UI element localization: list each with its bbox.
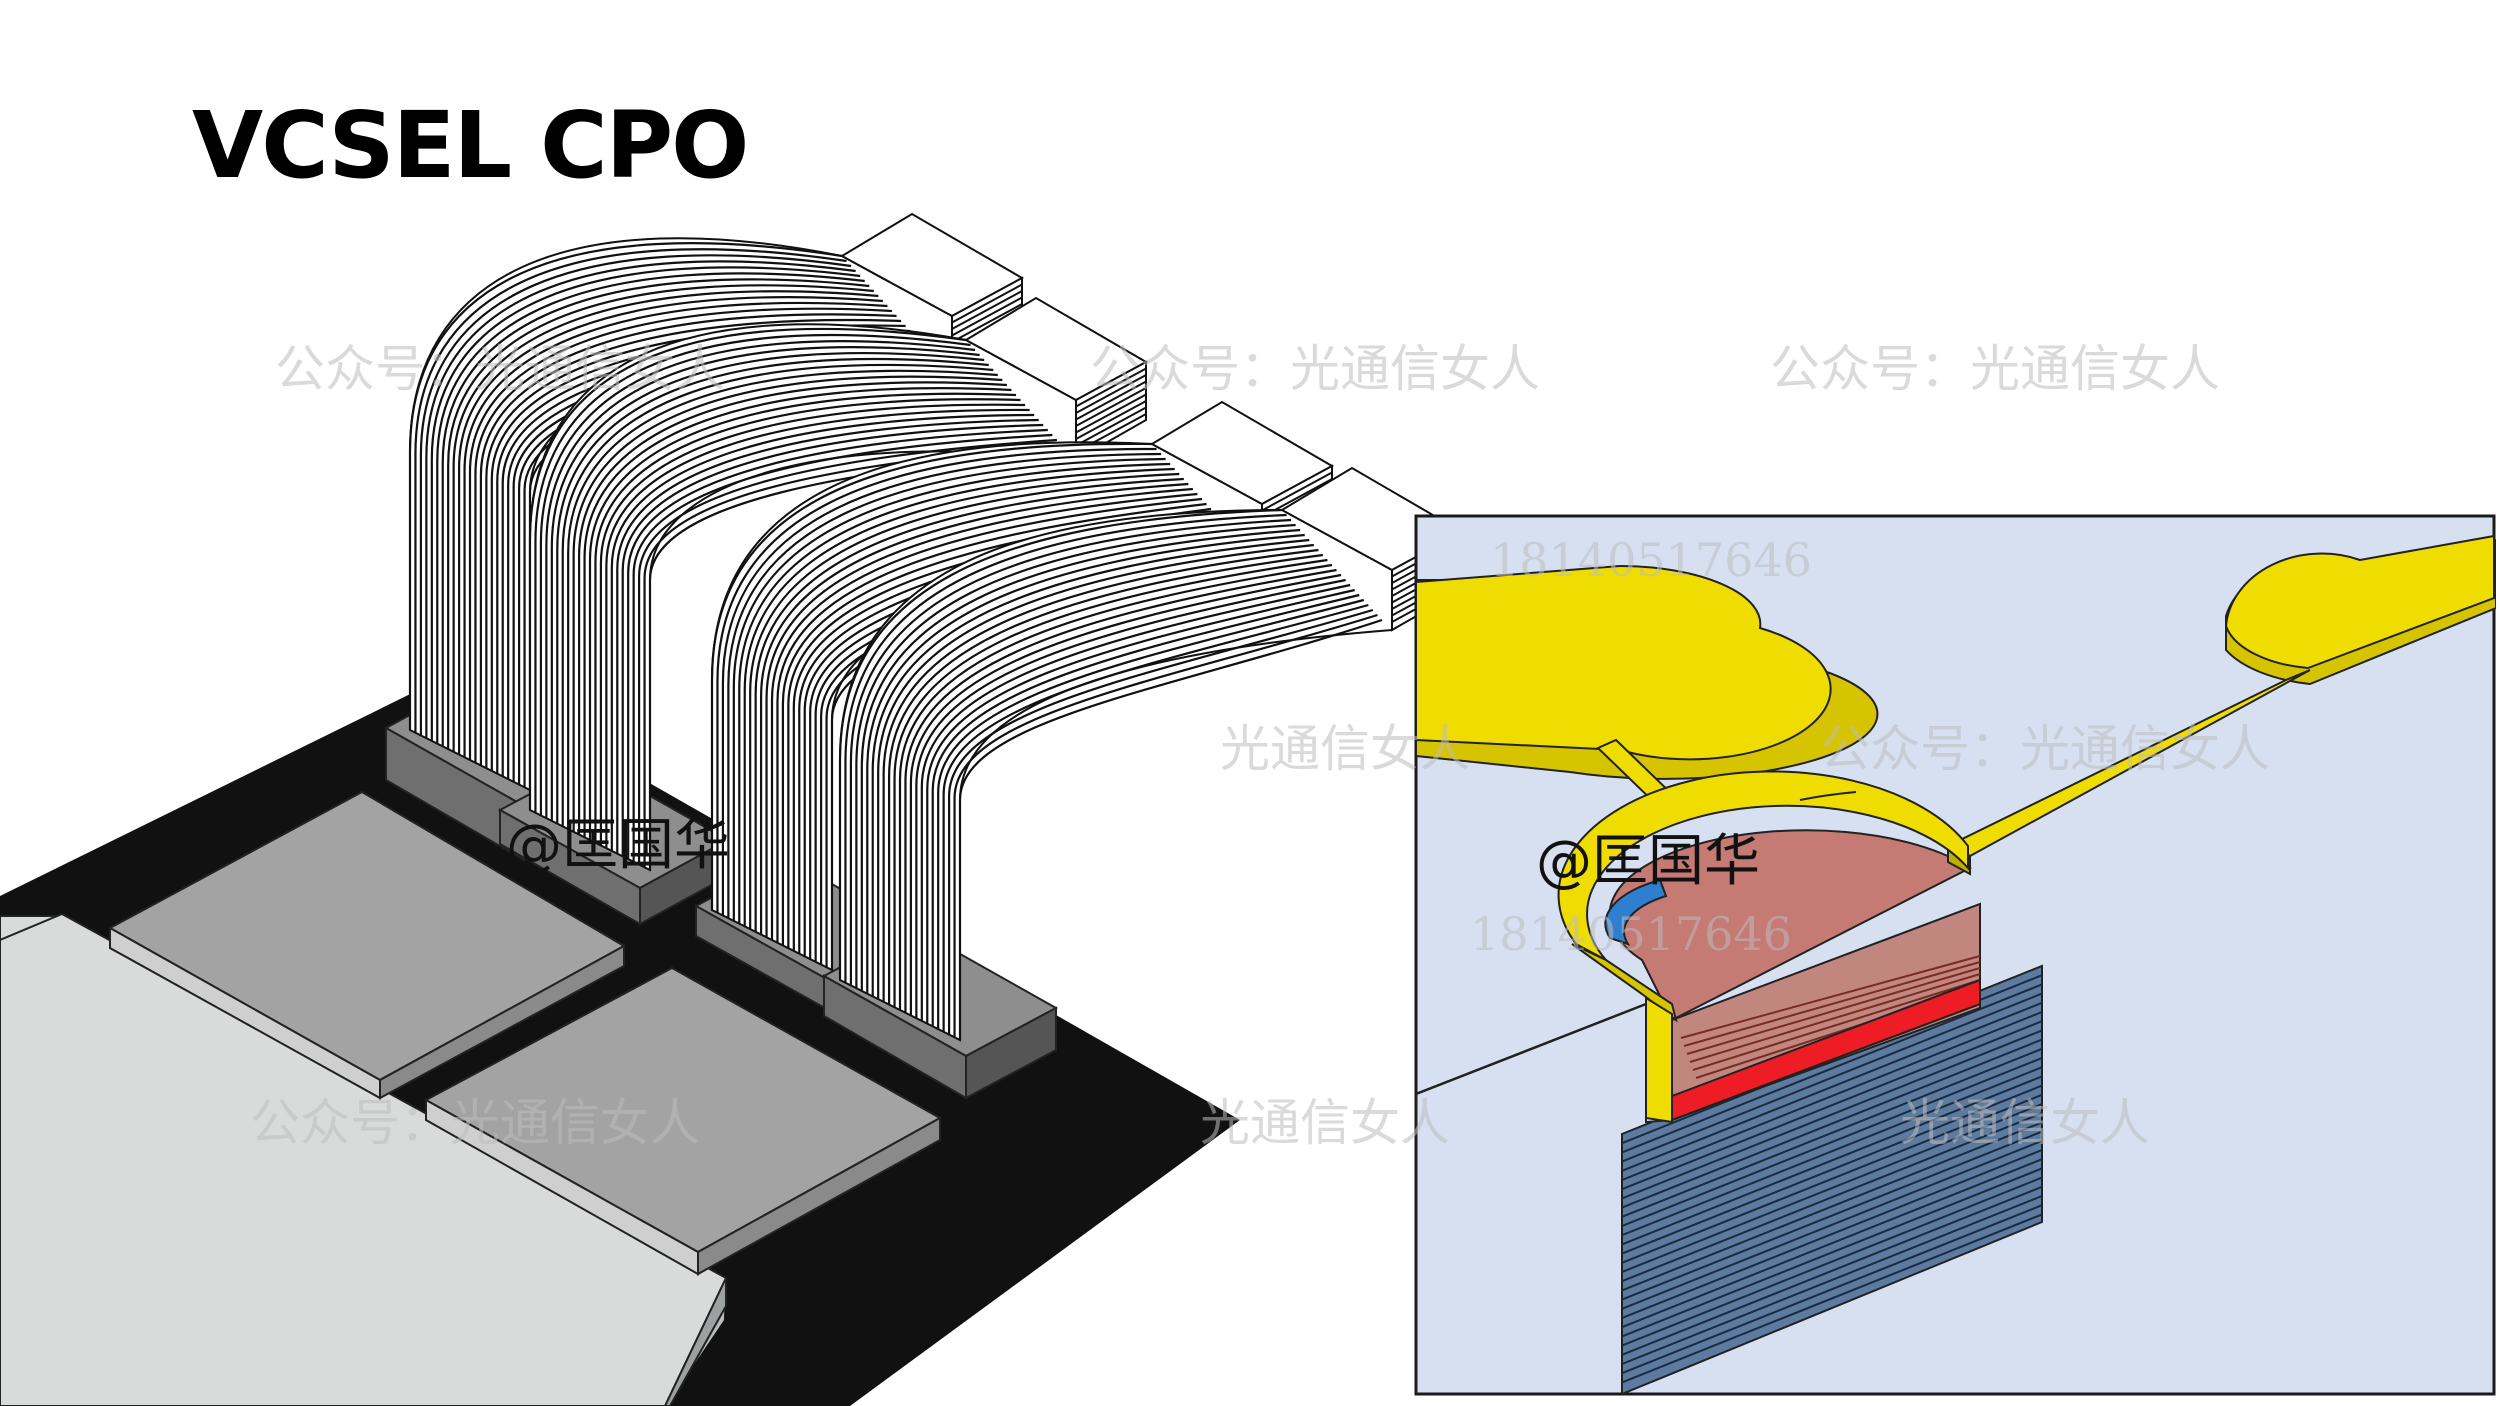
author-tag-left: @匡国华 [506, 813, 730, 878]
vcsel-cross-section-figure [1414, 514, 2496, 1396]
author-tag-right: @匡国华 [1536, 829, 1760, 894]
switch-chip-upper [107, 790, 627, 1100]
watermark-bottom-right: 光通信女人 [1900, 1094, 2150, 1152]
fiber-ribbon-bundle [408, 212, 1465, 1042]
watermark-top-center: 公众号：光通信女人 [1090, 340, 1540, 398]
watermark-top-right: 公众号：光通信女人 [1770, 340, 2220, 398]
watermark-layer: 公众号：光通信女人 公众号：光通信女人 公众号：光通信女人 光通信女人 公众号：… [250, 340, 2270, 1152]
substrate-surface-line [1416, 1002, 1647, 1096]
watermark-bottom-center: 光通信女人 [1200, 1094, 1450, 1152]
watermark-mid-center: 光通信女人 [1220, 720, 1470, 778]
fiber-ribbon-2 [528, 296, 1149, 872]
watermark-top-left: 公众号：光通信女人 [275, 340, 725, 398]
gold-metal-layer [1416, 534, 2496, 1124]
package-substrate [0, 912, 728, 1406]
bottom-dbr-mirror [1621, 964, 2043, 1396]
oxide-aperture [1604, 878, 1668, 946]
watermark-mid-right: 公众号：光通信女人 [1820, 720, 2270, 778]
cpo-board-figure [0, 212, 1465, 1406]
slide-title: VCSEL CPO [192, 92, 749, 199]
fiber-ribbon-4 [838, 466, 1465, 1042]
fiber-ribbon-2-end-face [963, 296, 1149, 462]
watermark-bottom-left: 公众号：光通信女人 [250, 1094, 700, 1152]
watermark-phone-mid: 18140517646 [1470, 907, 1792, 961]
watermark-phone-top: 18140517646 [1490, 533, 1812, 587]
ring-contact [1557, 770, 1969, 961]
switch-chip-lower [423, 966, 943, 1276]
